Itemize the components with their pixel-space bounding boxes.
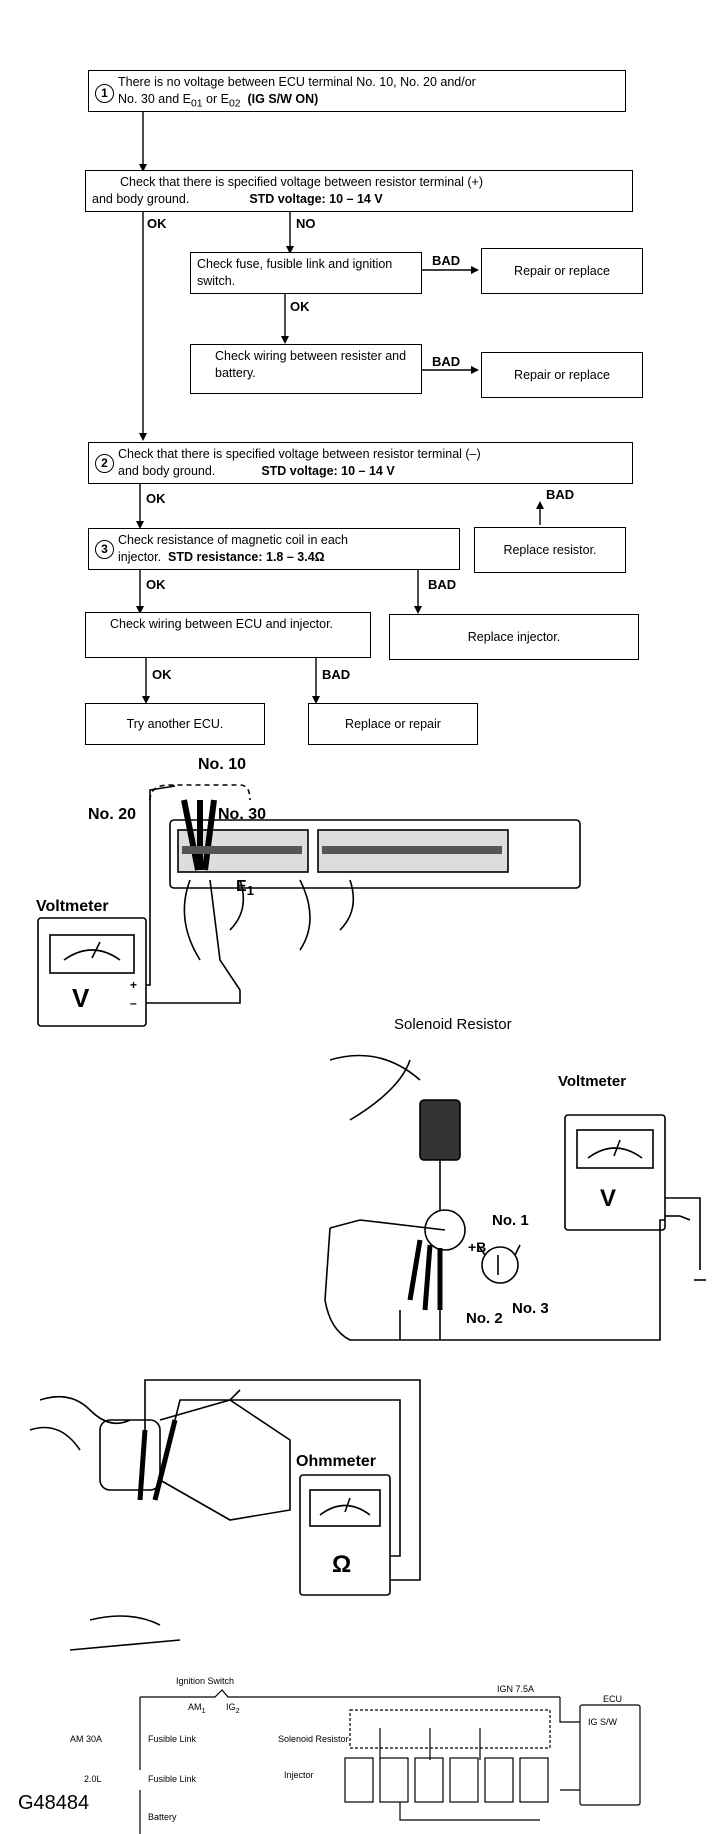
am1-30a-text: AM <box>70 1734 84 1744</box>
step-2-line1: Check that there is specified voltage be… <box>118 447 481 461</box>
replace-resistor-box: Replace resistor. <box>474 527 626 573</box>
voltmeter-v-symbol-1: V <box>72 983 90 1013</box>
ignition-switch-label: Ignition Switch <box>176 1676 235 1686</box>
ok-label-1: OK <box>147 216 167 231</box>
try-another-ecu-text: Try another ECU. <box>126 716 224 731</box>
battery-label: Battery <box>148 1812 177 1822</box>
ign-fuse-label: IGN 7.5A <box>497 1684 535 1694</box>
ig2-text: IG <box>226 1702 236 1712</box>
check-resistor-line1: Check that there is specified voltage be… <box>120 175 484 189</box>
repair-replace-box-1: Repair or replace <box>481 248 643 294</box>
am1-text: AM <box>188 1702 202 1712</box>
subscript-01: 01 <box>190 98 203 110</box>
solenoid-resistor-label: Solenoid Resistor <box>394 1016 512 1033</box>
am1-label: AM1 <box>188 1702 206 1715</box>
subscript-02: 02 <box>228 98 241 110</box>
check-wiring-text: Check wiring between resister and batter… <box>215 349 407 380</box>
fusible-link-2l-label: 2.0L <box>84 1774 102 1784</box>
check-wiring-ecu-box: Check wiring between ECU and injector. <box>85 612 371 658</box>
step-2-line2: and body ground. <box>118 464 216 478</box>
voltmeter-v-symbol-2: V <box>600 1185 617 1212</box>
ok-label-3: OK <box>146 491 166 506</box>
am1-sub: 1 <box>201 1705 206 1715</box>
check-wiring-ecu-text: Check wiring between ECU and injector. <box>110 617 334 631</box>
voltmeter-label-2: Voltmeter <box>558 1073 627 1090</box>
label-no30: No. 30 <box>218 806 267 823</box>
check-wiring-box: Check wiring between resister and batter… <box>190 344 422 394</box>
bad-label-5: BAD <box>322 667 351 682</box>
e1-sub: 1 <box>246 883 255 899</box>
label-resistor-no3: No. 3 <box>512 1300 549 1317</box>
check-resistor-line2: and body ground. <box>92 192 190 206</box>
connector-pins <box>182 846 502 854</box>
check-fuse-text: Check fuse, fusible link and ignition sw… <box>197 257 393 288</box>
repair-replace-text-2: Repair or replace <box>514 367 610 382</box>
ok-label-5: OK <box>152 667 172 682</box>
label-resistor-no1: No. 1 <box>492 1212 529 1229</box>
std-voltage-2: STD voltage: 10 – 14 V <box>261 464 395 478</box>
ok-label-4: OK <box>146 577 166 592</box>
voltmeter-label-1: Voltmeter <box>36 898 109 915</box>
am1-30a-rating: 30A <box>83 1734 103 1744</box>
label-no10: No. 10 <box>198 756 247 773</box>
ecu-label: ECU <box>603 1694 623 1704</box>
step-number-1: 1 <box>95 83 114 103</box>
label-resistor-no2: No. 2 <box>466 1310 503 1327</box>
ig2-label: IG2 <box>226 1702 240 1715</box>
fusible-link-label-1: Fusible Link <box>148 1734 197 1744</box>
replace-repair-box: Replace or repair <box>308 703 478 745</box>
am1-30a-label: AM 30A <box>70 1734 102 1744</box>
minus-symbol-1: – <box>130 996 137 1010</box>
step-number-2: 2 <box>95 453 114 473</box>
replace-injector-text: Replace injector. <box>467 629 561 644</box>
step-1-line2: No. 30 and E <box>118 92 191 106</box>
label-plus-b: +B <box>468 1239 487 1255</box>
step-1-or: or E <box>202 92 229 106</box>
std-resistance: STD resistance: 1.8 – 3.4Ω <box>168 550 325 564</box>
step-1-box: 1 There is no voltage between ECU termin… <box>88 70 626 112</box>
figure-code: G48484 <box>18 1792 90 1814</box>
no-label: NO <box>296 216 316 231</box>
step-1-line1: There is no voltage between ECU terminal… <box>118 75 476 89</box>
label-e1: E1 <box>236 878 255 899</box>
injector-label: Injector <box>284 1770 314 1780</box>
ok-label-2: OK <box>290 299 310 314</box>
replace-repair-text: Replace or repair <box>345 716 441 731</box>
step-3-box: 3 Check resistance of magnetic coil in e… <box>88 528 460 570</box>
step-number-3: 3 <box>95 539 114 559</box>
step-1-ig: (IG S/W ON) <box>247 92 319 106</box>
label-no20: No. 20 <box>88 806 137 823</box>
step-3-line1: Check resistance of magnetic coil in eac… <box>118 533 348 547</box>
step-3-line2: injector. <box>118 550 162 564</box>
plus-symbol-1: + <box>130 978 138 992</box>
ohmmeter-label: Ohmmeter <box>296 1453 377 1470</box>
std-voltage-1: STD voltage: 10 – 14 V <box>249 192 383 206</box>
bad-label-1: BAD <box>432 253 461 268</box>
fusible-link-label-2: Fusible Link <box>148 1774 197 1784</box>
replace-resistor-text: Replace resistor. <box>503 542 597 557</box>
ohmmeter-omega-symbol: Ω <box>332 1551 352 1578</box>
ig-sw-terminal-label: IG S/W <box>588 1717 617 1727</box>
e1-text: E <box>236 878 247 895</box>
bad-label-4: BAD <box>428 577 457 592</box>
bad-label-2: BAD <box>432 354 461 369</box>
try-another-ecu-box: Try another ECU. <box>85 703 265 745</box>
repair-replace-text-1: Repair or replace <box>514 263 610 278</box>
bad-label-3: BAD <box>546 487 575 502</box>
solenoid-resistor-schematic-label: Solenoid Resistor <box>278 1734 349 1744</box>
check-fuse-box: Check fuse, fusible link and ignition sw… <box>190 252 422 294</box>
repair-replace-box-2: Repair or replace <box>481 352 643 398</box>
ig2-sub: 2 <box>235 1705 240 1715</box>
check-resistor-plus-box: Check that there is specified voltage be… <box>85 170 633 212</box>
step-2-box: 2 Check that there is specified voltage … <box>88 442 633 484</box>
replace-injector-box: Replace injector. <box>389 614 639 660</box>
